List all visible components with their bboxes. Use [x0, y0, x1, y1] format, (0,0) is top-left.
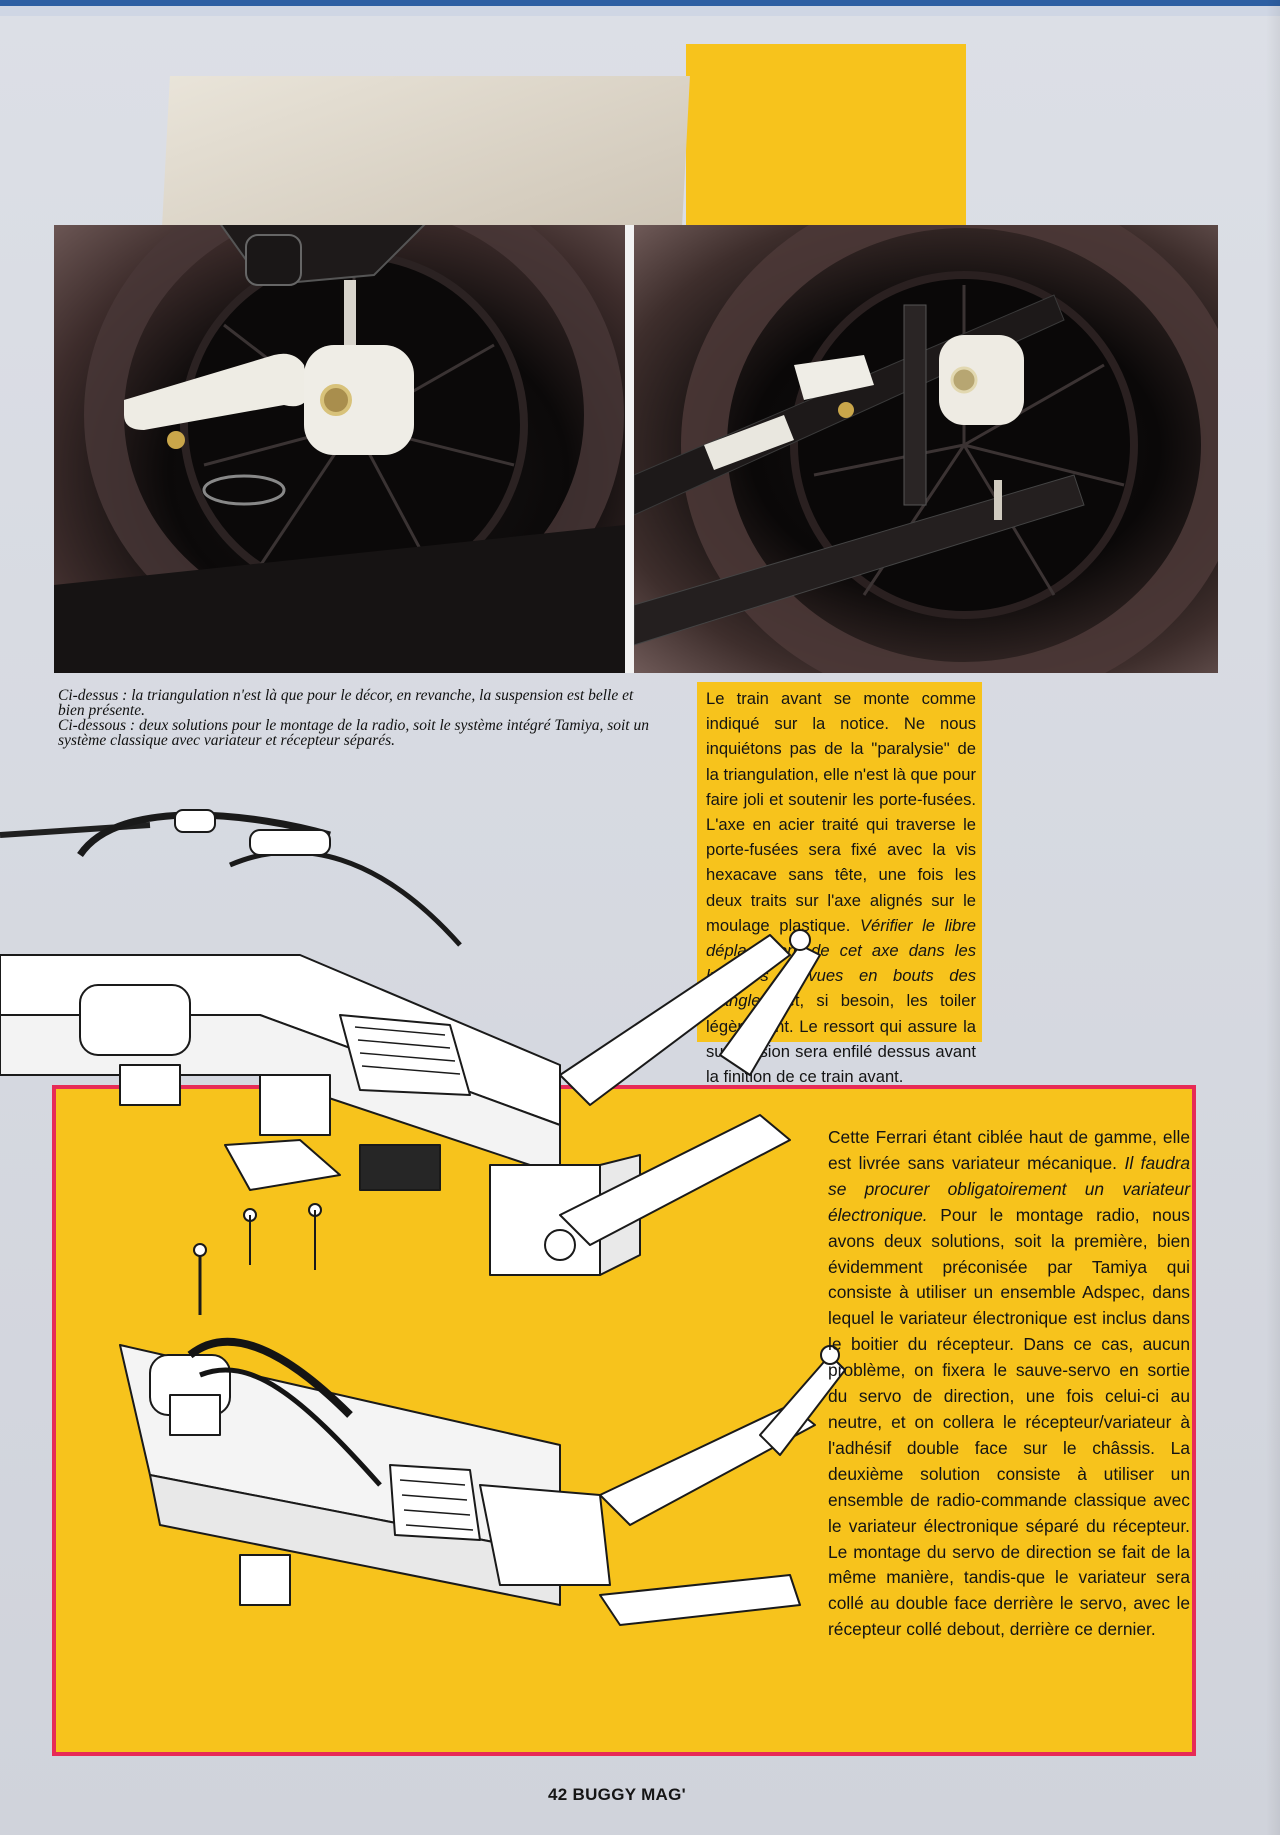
top-rule	[0, 0, 1280, 6]
photo-caption: Ci-dessus : la triangulation n'est là qu…	[58, 687, 658, 749]
text-column-radio-installation: Cette Ferrari étant ciblée haut de gamme…	[828, 1125, 1190, 1643]
yellow-accent-block	[686, 44, 966, 234]
caption-above: Ci-dessus : la triangulation n'est là qu…	[58, 687, 634, 719]
page-folio: 42 BUGGY MAG'	[548, 1785, 686, 1804]
paragraph-front-train-text: Le train avant se monte comme indiqué su…	[706, 689, 976, 935]
photo-divider	[625, 225, 634, 673]
page-edge-shadow	[1266, 0, 1280, 1835]
photo-right-drawing	[634, 225, 1218, 673]
photo-background-light	[162, 76, 690, 226]
photo-front-suspension-right	[634, 225, 1218, 673]
photo-left-drawing	[54, 225, 625, 673]
caption-below: Ci-dessous : deux solutions pour le mont…	[58, 717, 649, 749]
radio-installation-diagram	[0, 809, 846, 1626]
paragraph-radio-rest: Pour le montage radio, nous avons deux s…	[828, 1204, 1190, 1640]
photo-front-suspension-left	[54, 225, 625, 673]
paragraph-radio-start: Cette Ferrari étant ciblée haut de gamme…	[828, 1127, 1190, 1173]
paragraph-radio-italic: Il faudra se procurer obligatoirement un…	[828, 1152, 1190, 1225]
paragraph-radio-installation: Cette Ferrari étant ciblée haut de gamme…	[828, 1125, 1190, 1643]
top-strip	[0, 6, 1280, 16]
paragraph-front-train: Le train avant se monte comme indiqué su…	[706, 686, 976, 1089]
